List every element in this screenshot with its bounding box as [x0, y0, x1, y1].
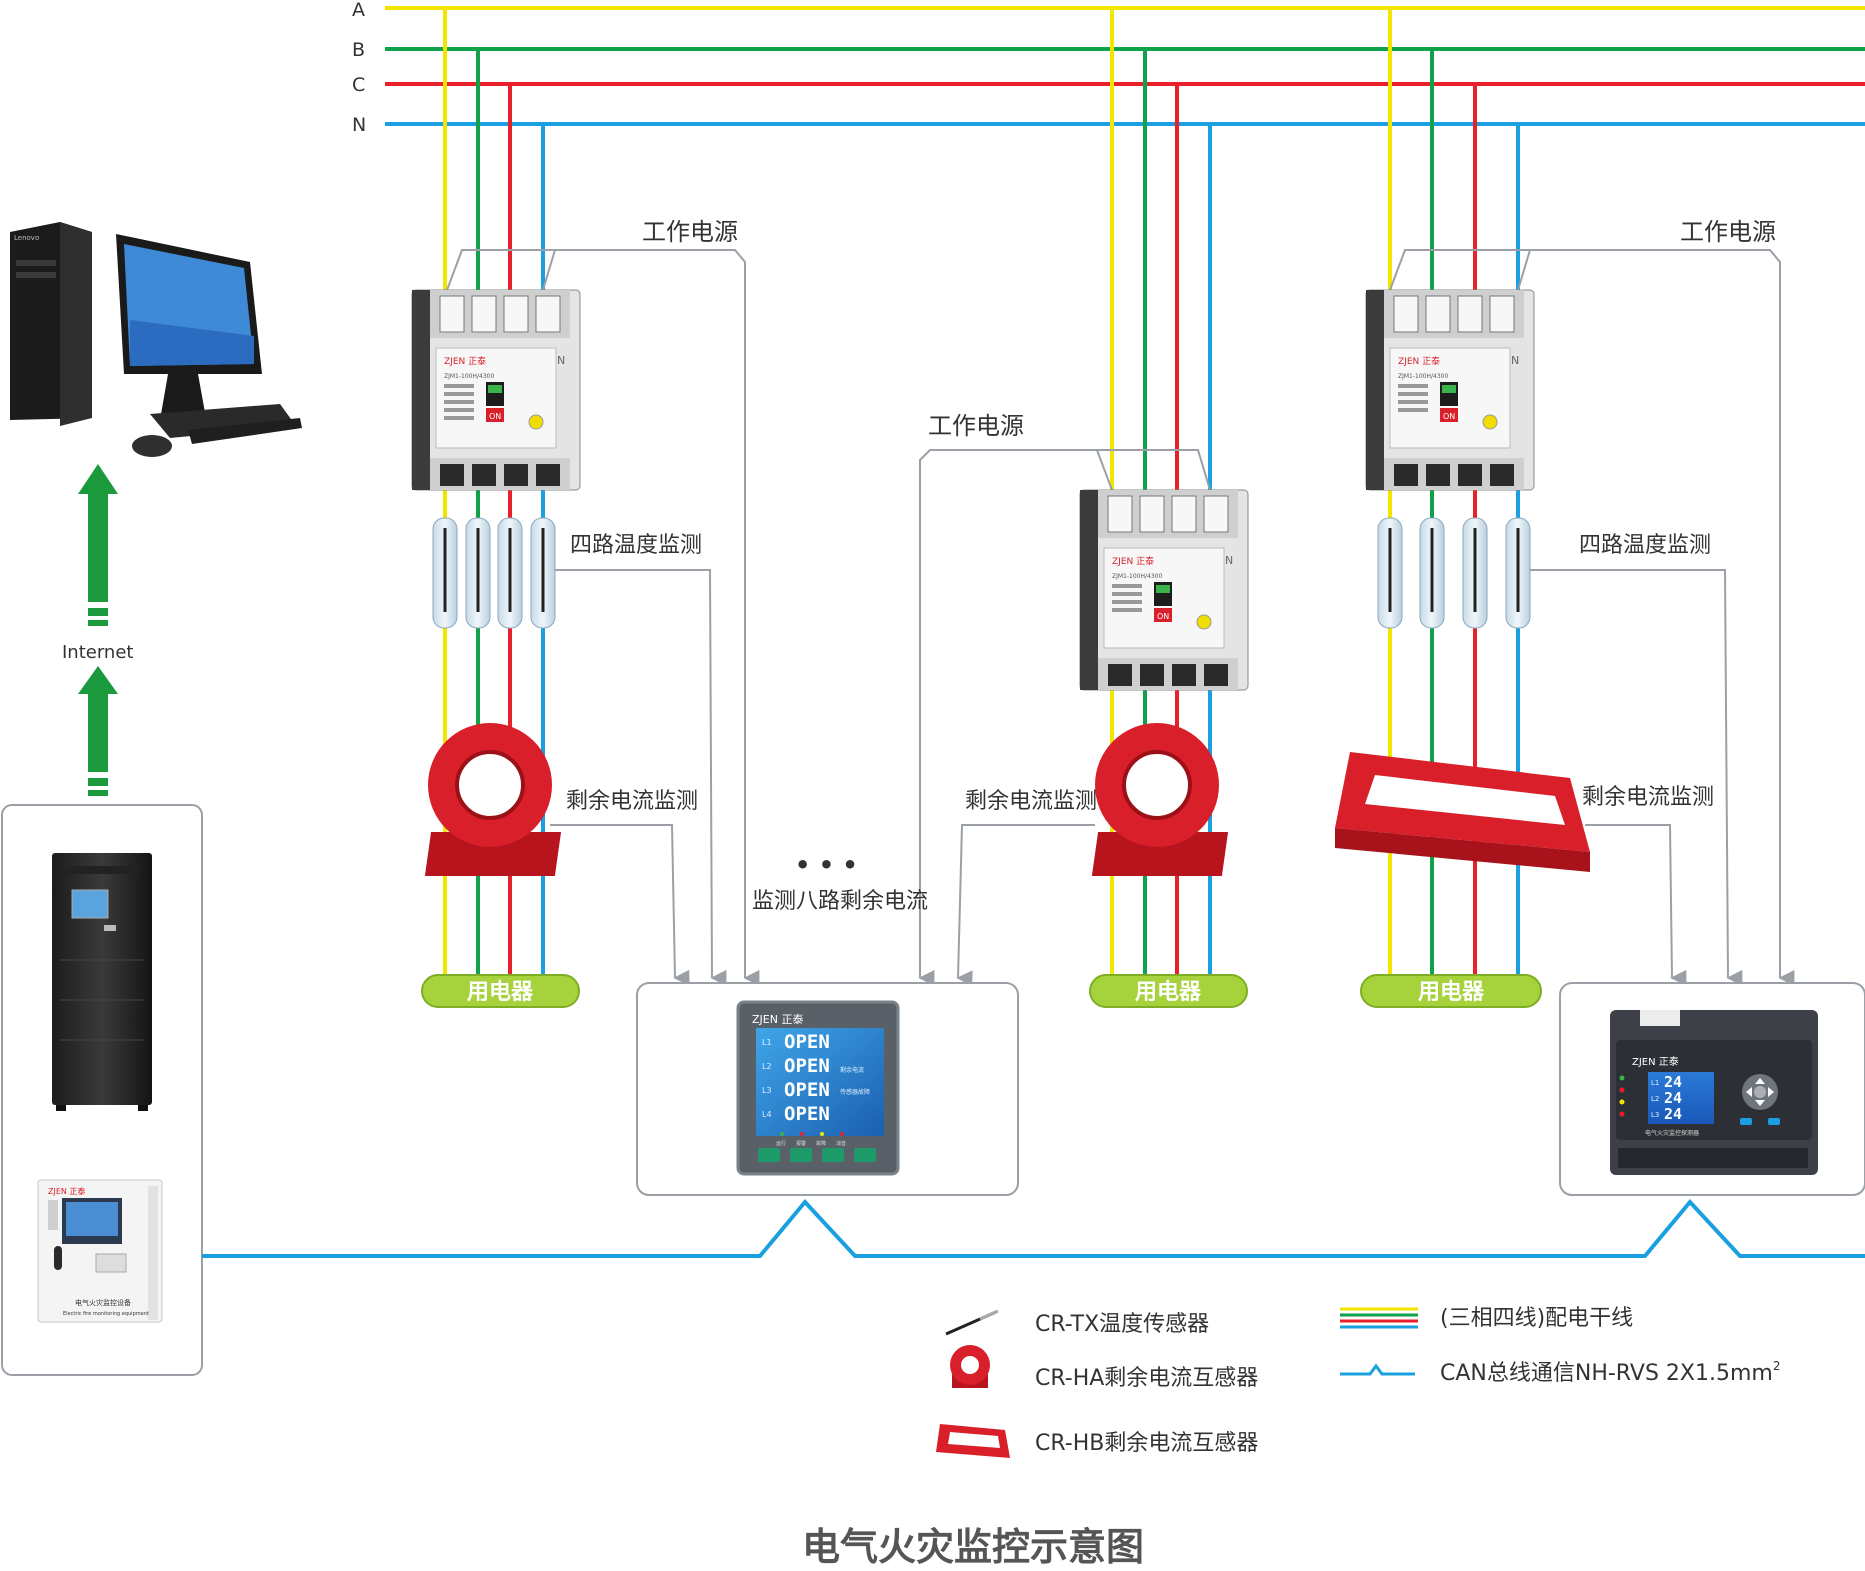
breaker-model: ZJM1-100H/4300	[444, 373, 494, 380]
load-badge-2: 用电器	[1089, 974, 1248, 1008]
residual-label-2: 剩余电流监测	[965, 789, 1097, 814]
ha-transformer-icon	[950, 1345, 990, 1388]
four-temp-label-3: 四路温度监测	[1579, 533, 1711, 558]
internet-label: Internet	[62, 642, 133, 663]
cabinet-device	[52, 853, 152, 1111]
can-line-icon	[1340, 1363, 1415, 1376]
can-bus	[202, 1198, 1865, 1258]
host-device: ZJEN 正泰 电气火灾监控设备 Electric fire monitorin…	[37, 1179, 163, 1323]
monitor-screen-4: OPEN	[784, 1103, 830, 1125]
residual-label-3: 剩余电流监测	[1582, 785, 1714, 810]
host-caption: 电气火灾监控设备	[75, 1298, 131, 1307]
din-screen-3: 24	[1664, 1105, 1682, 1123]
load-label: 用电器	[1135, 980, 1202, 1005]
pc-brand: Lenovo	[14, 234, 39, 242]
monitor-line-l2: L2	[762, 1062, 772, 1071]
breaker-n-label: N	[1225, 554, 1233, 567]
ellipsis-dots: • • •	[795, 851, 858, 879]
breaker-n-label: N	[1511, 354, 1519, 367]
monitor-side-1: 剩余电流	[840, 1066, 864, 1074]
monitor-screen-1: OPEN	[784, 1031, 830, 1053]
legend-text-can-wrap: CAN总线通信NH-RVS 2X1.5mm2	[1440, 1359, 1780, 1386]
legend-item-can: CAN总线通信NH-RVS 2X1.5mm2	[1340, 1359, 1780, 1386]
load-badge-3: 用电器	[1360, 974, 1542, 1008]
breaker-brand: ZJEN 正泰	[1112, 555, 1154, 567]
monitor-screen-2: OPEN	[784, 1055, 830, 1077]
din-screen-2: 24	[1664, 1089, 1682, 1107]
four-temp-label-1: 四路温度监测	[570, 533, 702, 558]
legend-item-hb: CR-HB剩余电流互感器	[936, 1424, 1258, 1458]
legend-text-ha: CR-HA剩余电流互感器	[1035, 1366, 1258, 1391]
monitor-screen-3: OPEN	[784, 1079, 830, 1101]
ha-transformer-2	[1091, 723, 1229, 876]
host-brand: ZJEN 正泰	[48, 1186, 85, 1196]
legend-item-ha: CR-HA剩余电流互感器	[950, 1345, 1258, 1391]
monitor-led-3: 故障	[816, 1140, 826, 1147]
page-title: 电气火灾监控示意图	[802, 1525, 1144, 1569]
load-badge-1: 用电器	[421, 974, 580, 1008]
circuit-breaker-1: ZJEN 正泰 ZJM1-100H/4300 ON N	[411, 289, 581, 491]
work-power-label-3: 工作电源	[1680, 218, 1776, 246]
monitor-side-2: 传感器故障	[840, 1088, 870, 1096]
internet-link: Internet	[62, 464, 133, 796]
residual-monitor-device: ZJEN 正泰 L1 L2 L3 L4 OPEN OPEN OPEN OPEN …	[736, 1000, 900, 1176]
breaker-brand: ZJEN 正泰	[1398, 355, 1440, 367]
din-line-3: L3	[1651, 1111, 1659, 1119]
residual-label-1: 剩余电流监测	[566, 789, 698, 814]
bus-label-a: A	[352, 0, 365, 21]
breaker-model: ZJM1-100H/4300	[1112, 573, 1162, 580]
work-power-label-1: 工作电源	[642, 218, 738, 246]
monitor-line-l4: L4	[762, 1110, 772, 1119]
breaker-brand: ZJEN 正泰	[444, 355, 486, 367]
breaker-model: ZJM1-100H/4300	[1398, 373, 1448, 380]
monitor-line-l1: L1	[762, 1038, 772, 1047]
legend-item-temp-sensor: CR-TX温度传感器	[945, 1309, 1209, 1337]
breaker-on-label: ON	[1443, 412, 1455, 421]
temp-sensors-1	[432, 517, 556, 629]
legend-text-bus: (三相四线)配电干线	[1440, 1306, 1633, 1331]
bus-label-n: N	[352, 114, 366, 136]
load-label: 用电器	[467, 980, 534, 1005]
host-caption-en: Electric fire monitoring equipment	[63, 1311, 149, 1317]
bus-label-b: B	[352, 39, 365, 61]
din-detector-device: ZJEN 正泰 L1 L2 L3 24 24 24 电气火灾监控探测器	[1610, 1010, 1818, 1175]
legend-text-hb: CR-HB剩余电流互感器	[1035, 1431, 1258, 1456]
legend-text-can-sup: 2	[1773, 1359, 1781, 1373]
detector-box: ZJEN 正泰 L1 L2 L3 24 24 24 电气火灾监控探测器	[1559, 982, 1865, 1196]
work-power-label-2: 工作电源	[928, 412, 1024, 440]
din-line-1: L1	[1651, 1079, 1659, 1087]
monitor-led-1: 运行	[776, 1140, 786, 1147]
monitor-box: ZJEN 正泰 L1 L2 L3 L4 OPEN OPEN OPEN OPEN …	[636, 982, 1019, 1196]
bus-lines-icon	[1340, 1307, 1418, 1329]
breaker-n-label: N	[557, 354, 565, 367]
ha-transformer-1	[424, 723, 562, 876]
din-screen-1: 24	[1664, 1073, 1682, 1091]
monitor-brand: ZJEN 正泰	[752, 1012, 803, 1026]
monitor-led-2: 报警	[796, 1140, 806, 1147]
legend-item-bus: (三相四线)配电干线	[1340, 1306, 1633, 1331]
breaker-on-label: ON	[489, 412, 501, 421]
signal-lines	[446, 249, 1795, 987]
circuit-breaker-3: ZJEN 正泰 ZJM1-100H/4300 ON N	[1365, 289, 1535, 491]
legend-text-can: CAN总线通信NH-RVS 2X1.5mm	[1440, 1361, 1773, 1386]
breaker-on-label: ON	[1157, 612, 1169, 621]
eight-residual-label: 监测八路剩余电流	[752, 889, 928, 914]
din-caption: 电气火灾监控探测器	[1645, 1129, 1699, 1137]
bus-bars: A B C N	[352, 0, 1865, 136]
legend-text-temp: CR-TX温度传感器	[1035, 1312, 1209, 1337]
hb-transformer-icon	[936, 1424, 1010, 1458]
computer: Lenovo	[10, 222, 302, 457]
temp-sensors-3	[1377, 517, 1531, 629]
din-brand: ZJEN 正泰	[1632, 1055, 1679, 1068]
host-box: ZJEN 正泰 电气火灾监控设备 Electric fire monitorin…	[1, 804, 203, 1376]
bus-label-c: C	[352, 74, 365, 96]
load-label: 用电器	[1418, 980, 1485, 1005]
legend: CR-TX温度传感器 CR-HA剩余电流互感器 CR-HB剩余电流互感器	[936, 1306, 1780, 1458]
din-line-2: L2	[1651, 1095, 1659, 1103]
hb-transformer-3	[1335, 752, 1590, 872]
monitor-line-l3: L3	[762, 1086, 772, 1095]
monitor-led-4: 消音	[836, 1140, 846, 1147]
circuit-breaker-2: ZJEN 正泰 ZJM1-100H/4300 ON N	[1079, 489, 1249, 691]
